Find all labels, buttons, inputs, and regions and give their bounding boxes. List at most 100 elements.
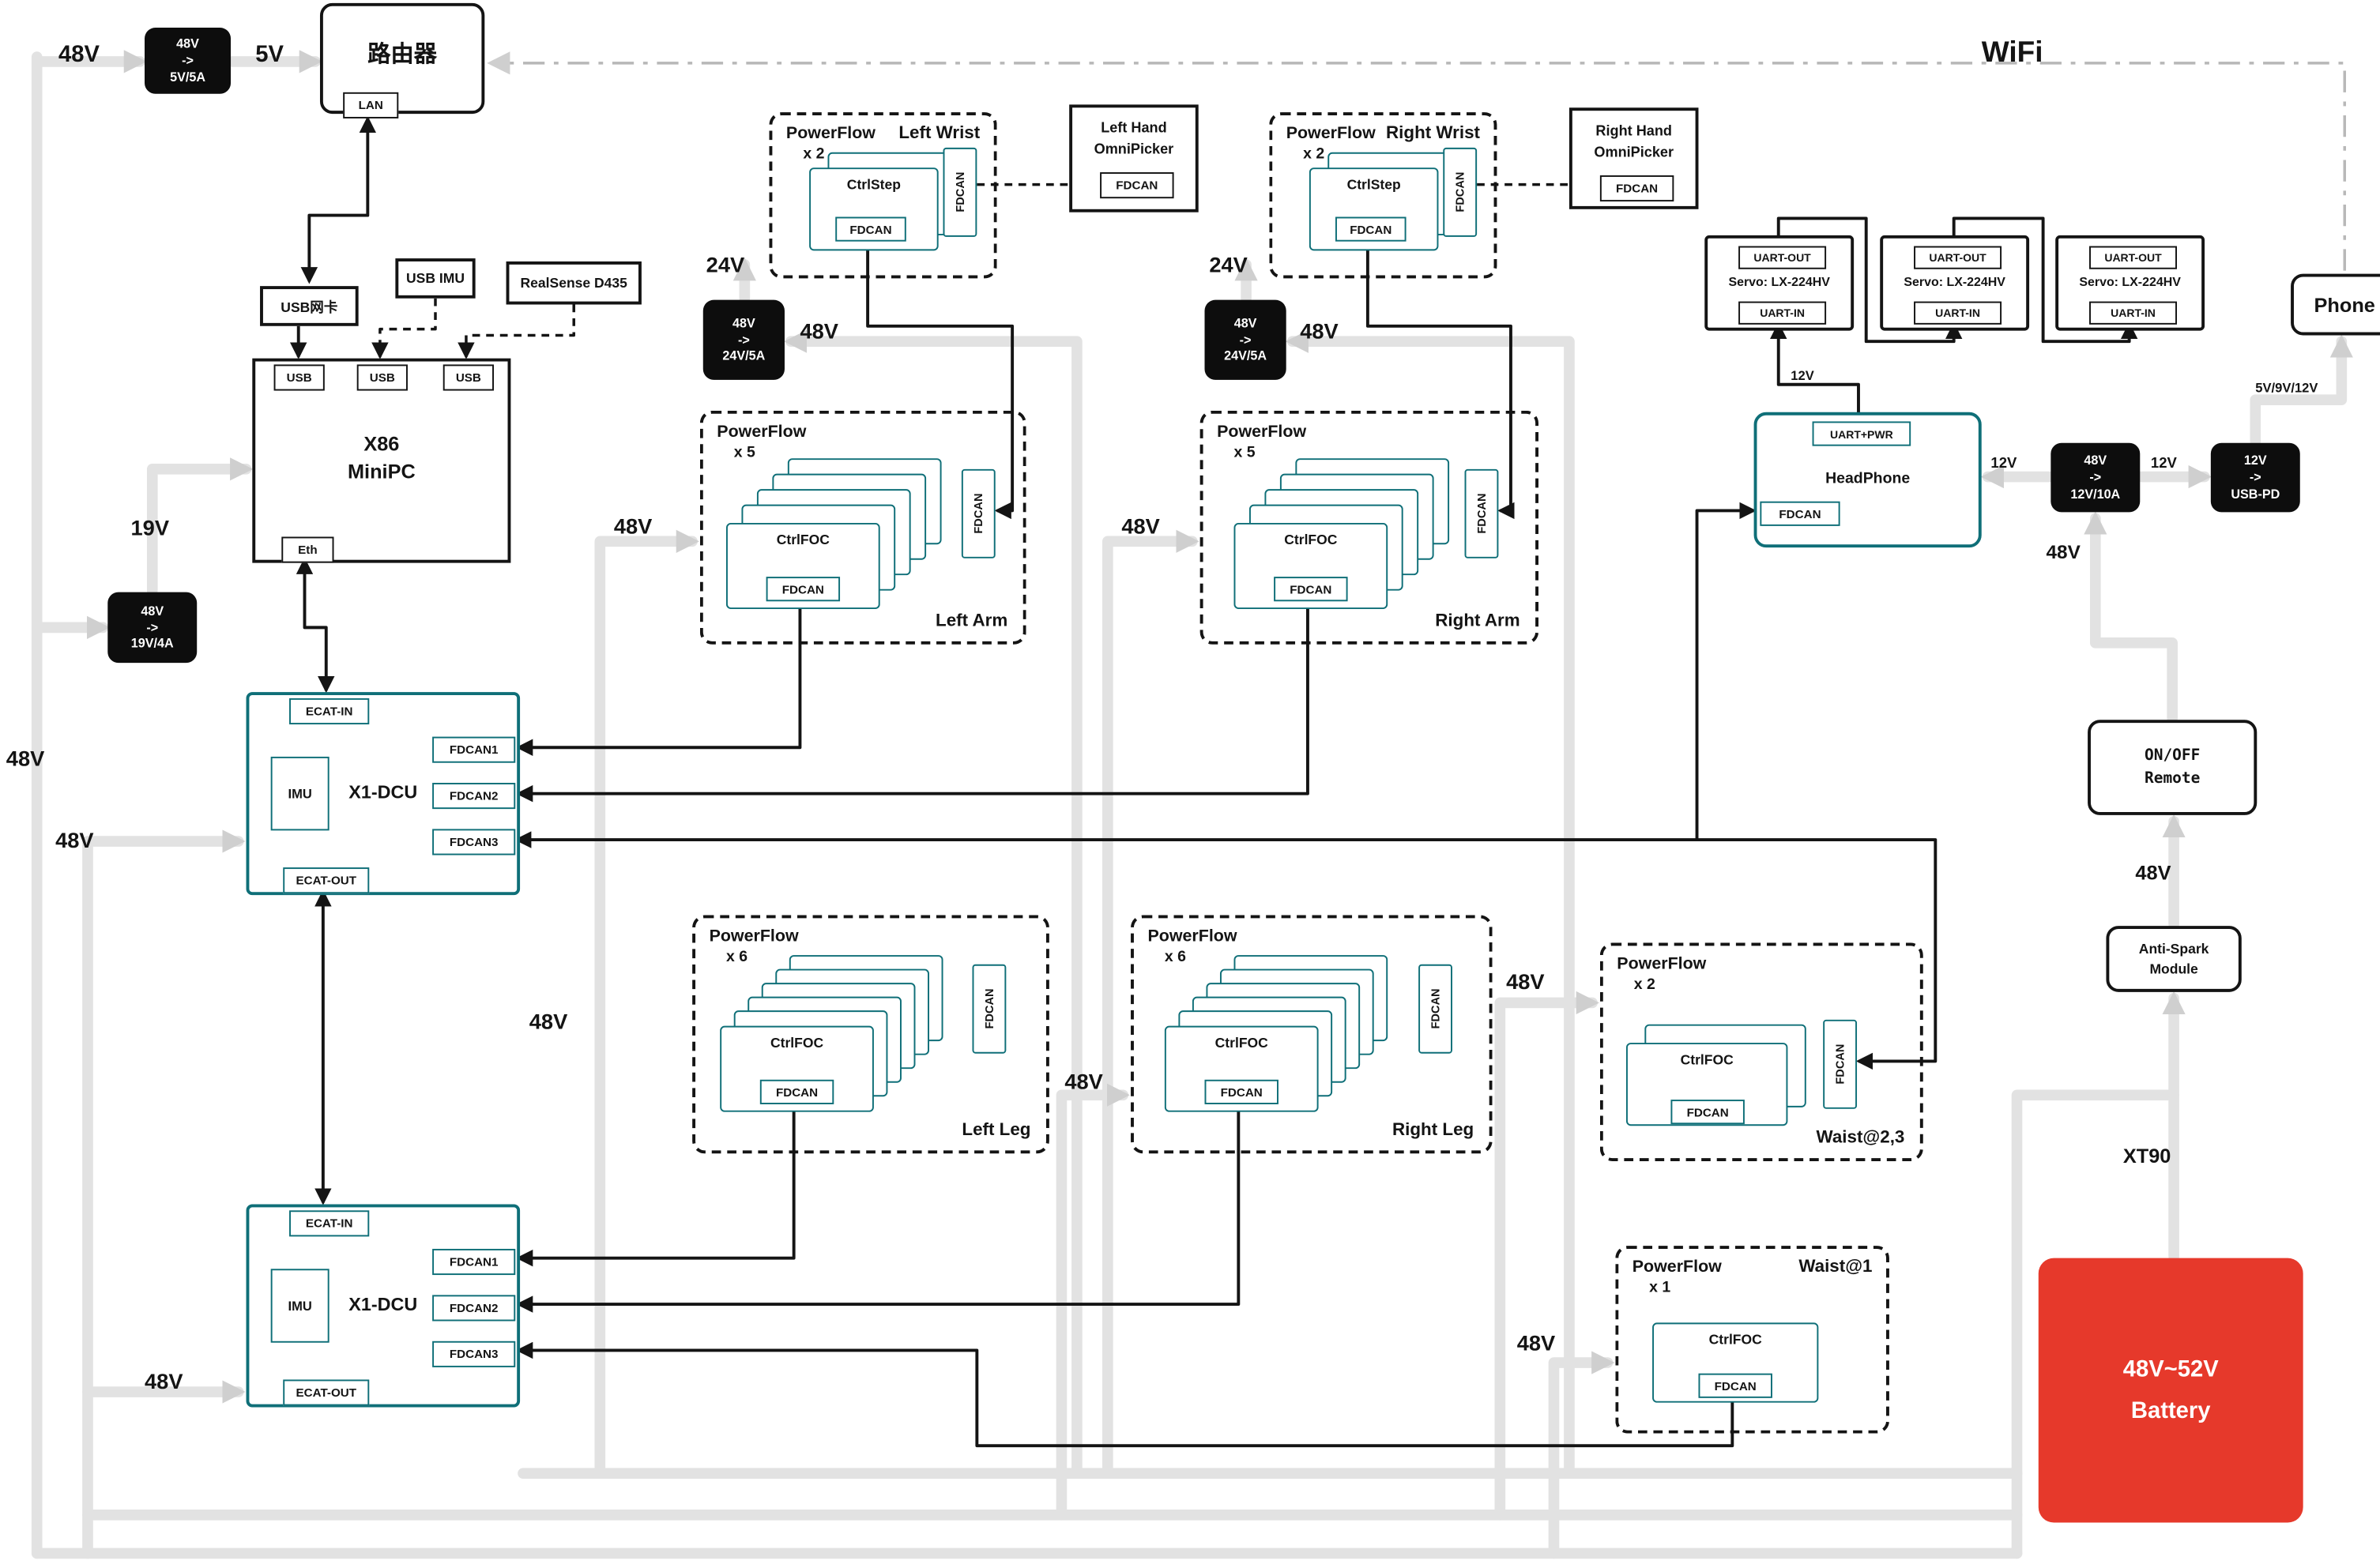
usb-port-label: USB: [455, 370, 481, 385]
fdcan-bus: FDCAN: [1418, 964, 1452, 1054]
converter-line: ->: [146, 619, 159, 635]
eth-port: Eth: [281, 536, 334, 563]
fdcan-port: FDCAN: [1100, 172, 1174, 199]
imu-label: IMU: [288, 1298, 312, 1314]
fdcan-bus: FDCAN: [972, 964, 1007, 1054]
servo-box-1: UART-OUT Servo: LX-224HV UART-IN: [1704, 235, 1855, 331]
fdcan-bus: FDCAN: [943, 147, 977, 237]
servo-name: Servo: LX-224HV: [1904, 275, 2005, 290]
minipc-box: USB USB USB X86 MiniPC Eth: [252, 358, 511, 563]
uart-in-label: UART-IN: [2111, 306, 2156, 320]
hand-line1: Right Hand: [1595, 122, 1672, 139]
driver-label: CtrlFOC: [1214, 1035, 1268, 1051]
uart-in-port: UART-IN: [1738, 301, 1827, 325]
fdcan-port: FDCAN: [1670, 1100, 1745, 1125]
usb-net-label: USB网卡: [281, 299, 338, 315]
dcu-upper-box: ECAT-IN IMU X1-DCU FDCAN1 FDCAN2 FDCAN3 …: [246, 692, 521, 896]
battery-line2: Battery: [2130, 1397, 2211, 1424]
group-name: Waist@1: [1798, 1258, 1873, 1277]
group-title: PowerFlow: [1147, 927, 1237, 946]
usb-port-3: USB: [442, 364, 494, 391]
wifi-wire: [487, 51, 2346, 271]
usb-net-adapter: USB网卡: [260, 286, 359, 326]
fdcan3-port: FDCAN3: [432, 829, 516, 855]
group-name: Left Leg: [962, 1121, 1031, 1140]
xt90-label: XT90: [2122, 1144, 2171, 1168]
fdcan-label: FDCAN: [1350, 222, 1392, 236]
group-count: x 5: [1233, 444, 1256, 462]
phone-label: Phone: [2314, 292, 2375, 317]
hand-line1: Left Hand: [1101, 119, 1167, 136]
wire-label-48v: 48V: [529, 1009, 568, 1034]
fdcan-port: FDCAN: [1335, 216, 1407, 242]
fdcan-label: FDCAN: [849, 222, 892, 236]
fdcan-port: FDCAN: [835, 216, 906, 242]
wire-label-48v: 48V: [6, 746, 45, 771]
converter-48v-12v: 48V -> 12V/10A: [2050, 442, 2141, 513]
fdcan2-label: FDCAN2: [449, 788, 499, 803]
ecat-out-port: ECAT-OUT: [283, 1379, 370, 1406]
group-name: Right Arm: [1435, 611, 1520, 631]
converter-12v-usbpd: 12V -> USB-PD: [2210, 442, 2300, 513]
group-count: x 5: [733, 444, 755, 462]
fdcan-bus: FDCAN: [961, 468, 996, 558]
usb-imu: USB IMU: [395, 258, 476, 299]
converter-line: 12V/10A: [2070, 486, 2121, 502]
fdcan2-label: FDCAN2: [449, 1301, 499, 1315]
wire-label-48v: 48V: [1516, 1330, 1556, 1356]
uart-out-port: UART-OUT: [1914, 246, 2002, 269]
wire-label-19v: 19V: [130, 515, 170, 540]
fdcan-label: FDCAN: [1779, 506, 1821, 521]
lan-port: LAN: [343, 92, 399, 118]
fdcan2-port: FDCAN2: [432, 1295, 516, 1322]
converter-line: 48V: [2084, 453, 2107, 468]
wire-label-12v: 12V: [2150, 455, 2177, 472]
fdcan-label: FDCAN: [1616, 181, 1659, 196]
fdcan1-label: FDCAN1: [449, 1254, 499, 1269]
fdcan-label: FDCAN: [1714, 1378, 1757, 1393]
driver-label: CtrlFOC: [1284, 532, 1338, 548]
driver-label: CtrlStep: [846, 176, 901, 193]
router-title: 路由器: [367, 41, 437, 68]
converter-line: USB-PD: [2231, 486, 2280, 502]
servo-name: Servo: LX-224HV: [2079, 275, 2181, 290]
group-count: x 2: [1633, 976, 1655, 994]
dcu-title: X1-DCU: [348, 781, 418, 803]
fdcan-port: FDCAN: [1698, 1373, 1772, 1398]
group-title: PowerFlow: [1632, 1258, 1722, 1277]
fdcan-label: FDCAN: [1220, 1085, 1263, 1100]
group-name: Left Wrist: [898, 124, 981, 144]
group-title: PowerFlow: [1217, 423, 1307, 442]
uart-out-label: UART-OUT: [2104, 250, 2162, 265]
uart-out-port: UART-OUT: [2089, 246, 2178, 269]
fdcan-port: FDCAN: [1274, 577, 1348, 602]
uart-in-port: UART-IN: [1914, 301, 2002, 325]
fdcan-label: FDCAN: [1116, 178, 1158, 193]
fdcan3-port: FDCAN3: [432, 1341, 516, 1367]
group-title: PowerFlow: [785, 124, 876, 144]
imu-module: IMU: [270, 1269, 330, 1343]
ecat-out-label: ECAT-OUT: [296, 873, 357, 888]
converter-48v-24v-right: 48V -> 24V/5A: [1204, 299, 1286, 380]
converter-line: 24V/5A: [1224, 348, 1267, 364]
group-title: PowerFlow: [1617, 955, 1707, 974]
wire-label-48v: 48V: [613, 513, 653, 539]
group-name: Waist@2,3: [1816, 1129, 1905, 1148]
fdcan-bus: FDCAN: [1443, 147, 1478, 237]
fdcan-bus-label: FDCAN: [982, 988, 996, 1029]
battery-line1: 48V~52V: [2122, 1356, 2219, 1383]
converter-line: ->: [2249, 469, 2261, 485]
powerflow-group-waist23: PowerFlow x 2 Waist@2,3 CtrlFOC FDCAN FD…: [1599, 942, 1923, 1161]
wire-label-48v: 48V: [1506, 968, 1545, 994]
fdcan-label: FDCAN: [1290, 581, 1332, 596]
minipc-title-line1: X86: [363, 432, 400, 456]
wire-label-5v: 5V: [255, 41, 284, 68]
powerflow-group-right-wrist: PowerFlow x 2 Right Wrist CtrlStep FDCAN…: [1269, 112, 1497, 279]
left-hand-box: Left Hand OmniPicker FDCAN: [1069, 104, 1199, 212]
wire-label-12v: 12V: [1990, 455, 2017, 472]
group-count: x 6: [725, 949, 748, 966]
wire-label-48v: 48V: [1064, 1069, 1103, 1094]
converter-line: 48V: [141, 602, 164, 619]
minipc-title: X86 MiniPC: [255, 431, 507, 487]
